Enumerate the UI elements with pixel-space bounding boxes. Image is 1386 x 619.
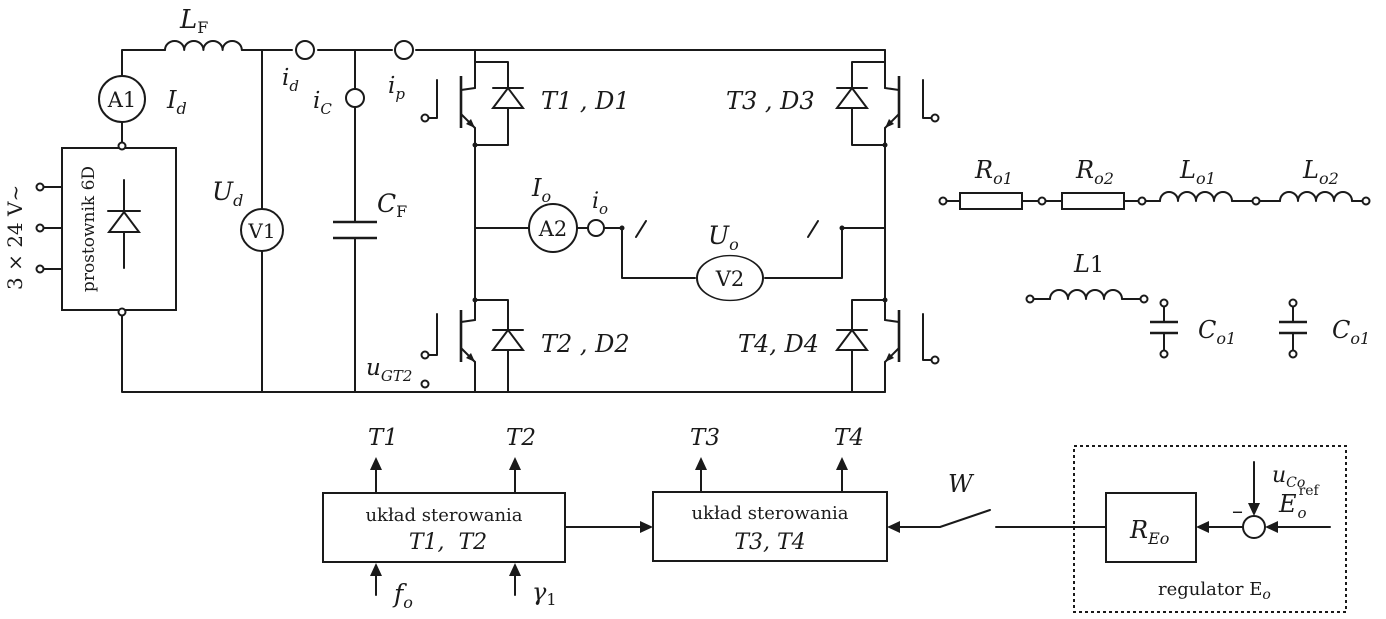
inductor-lf: LF: [164, 5, 243, 51]
regulator-caption: regulator Eo: [1158, 579, 1271, 603]
control2-line2: T3, T4: [734, 530, 805, 555]
control-unit-t3-t4: układ sterowania T3, T4 T3 T4: [652, 425, 888, 562]
load-series-chain: Ro1 Ro2 Lo1 Lo2: [938, 156, 1371, 210]
probe-ip: ip: [388, 40, 414, 103]
regulator-reference-label: Eoref: [1278, 483, 1321, 522]
probe-ic-label: iC: [313, 88, 332, 118]
gate-ugt2-label: uGT2: [366, 355, 412, 385]
regulator-block-label: REo: [1129, 516, 1169, 548]
link-control1-control2: [564, 521, 653, 533]
igbt-t2-d2: T2 , D2: [420, 297, 630, 393]
dc-bus-wires: [121, 49, 886, 393]
control2-out-t4: T4: [834, 425, 864, 451]
current-id-label: Id: [166, 86, 187, 118]
control1-in-fo: fo: [392, 579, 413, 612]
load-l1-label: L1: [1073, 250, 1104, 278]
load-co1-b-label: Co1: [1332, 316, 1370, 348]
control1-in-gamma: γ1: [532, 578, 557, 609]
igbt-t4-d4: T4, D4: [738, 297, 940, 393]
switch-t4-label: T4, D4: [738, 330, 819, 358]
load-capacitor-co1-a: Co1: [1150, 298, 1236, 359]
switch-t3-label: T3 , D3: [726, 87, 815, 115]
ammeter-a1: A1 Id: [98, 75, 187, 123]
regulator-eo: REo – uCo Eoref regulator Eo: [1073, 445, 1347, 613]
rectifier-6d: prostownik 6D: [61, 141, 177, 317]
probe-io-label: io: [592, 189, 608, 218]
regulator-feedback-label: uCo: [1272, 463, 1305, 491]
control1-line2: T1, T2: [409, 530, 487, 555]
probe-io: io: [587, 189, 608, 237]
inductor-lf-label: LF: [179, 5, 208, 37]
igbt-t3-d3: T3 , D3: [726, 61, 940, 148]
voltmeter-v1-label: V1: [247, 219, 275, 243]
control1-out-t1: T1: [368, 425, 398, 451]
load-co1-a-label: Co1: [1198, 316, 1236, 348]
capacitor-cf-label: CF: [377, 189, 407, 221]
voltmeter-v2-label: V2: [715, 267, 745, 291]
diode-icon: [107, 179, 141, 269]
capacitor-cf: CF: [333, 189, 407, 240]
voltage-uo-label: Uo: [708, 221, 739, 254]
ammeter-a2: A2 Io: [528, 174, 578, 253]
ammeter-a2-label: A2: [538, 217, 568, 241]
voltmeter-v1: V1 Ud: [212, 177, 284, 252]
control2-out-t3: T3: [690, 425, 720, 451]
load-lo1-label: Lo1: [1179, 156, 1216, 188]
control2-line1: układ sterowania: [691, 503, 848, 524]
load-capacitor-co1-b: Co1: [1279, 298, 1370, 359]
voltmeter-v2: V2 Uo: [696, 221, 764, 302]
gate-ugt2: uGT2: [366, 355, 430, 389]
ac-supply: 3 × 24 V~: [3, 182, 63, 290]
probe-ip-label: ip: [388, 73, 405, 103]
probe-id: id: [282, 40, 315, 95]
load-ro2-label: Ro2: [1075, 156, 1114, 188]
control1-line1: układ sterowania: [365, 505, 522, 526]
supply-label: 3 × 24 V~: [3, 185, 27, 290]
regulator-minus-sign: –: [1232, 499, 1243, 524]
switch-w-label: W: [948, 470, 975, 498]
probe-ic: iC: [313, 88, 365, 118]
load-inductor-l1: L1: [1025, 250, 1149, 304]
switch-t2-label: T2 , D2: [541, 330, 630, 358]
voltage-ud-label: Ud: [212, 177, 243, 210]
control1-out-t2: T2: [506, 425, 536, 451]
ammeter-a1-label: A1: [107, 88, 137, 112]
rectifier-label: prostownik 6D: [79, 166, 99, 292]
probe-id-label: id: [282, 65, 299, 95]
current-io-label: Io: [531, 174, 551, 206]
load-lo2-label: Lo2: [1302, 156, 1339, 188]
igbt-t1-d1: T1 , D1: [420, 61, 630, 148]
switch-t1-label: T1 , D1: [541, 87, 630, 115]
load-ro1-label: Ro1: [974, 156, 1013, 188]
control-unit-t1-t2: układ sterowania T1, T2 T1 T2 fo γ1: [322, 425, 566, 612]
switch-w: W: [887, 470, 1101, 533]
